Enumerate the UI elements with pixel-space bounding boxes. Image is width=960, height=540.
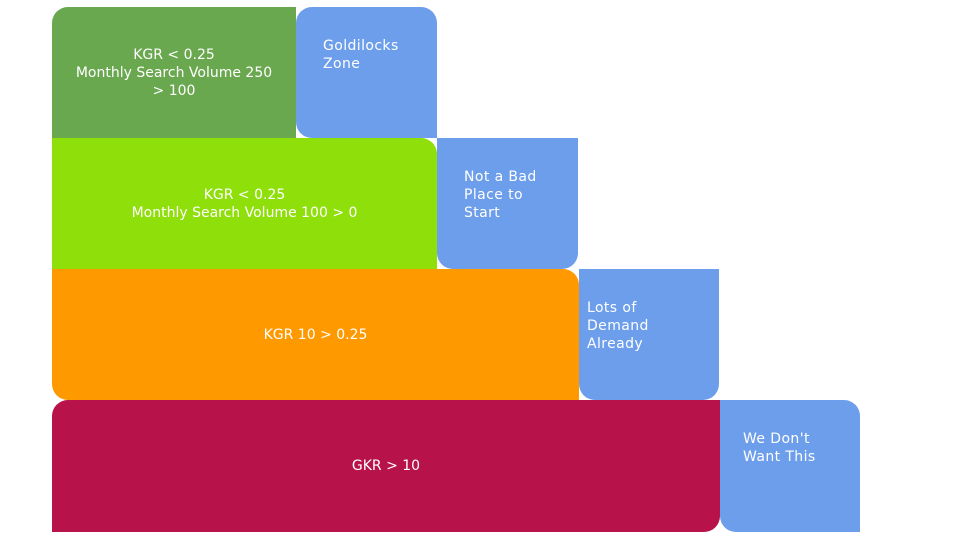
tier-2-criteria-line-1: KGR < 0.25 <box>203 186 286 203</box>
tier-4-note-line-2: Want This <box>743 449 816 465</box>
tier-4-criteria-box: GKR > 10 <box>52 400 720 532</box>
tier-2-note-box: Not a Bad Place to Start <box>437 138 578 269</box>
tier-3-criteria-box: KGR 10 > 0.25 <box>52 269 579 400</box>
tier-2-criteria-line-2: Monthly Search Volume 100 > 0 <box>131 204 358 221</box>
tier-3-criteria-line-1: KGR 10 > 0.25 <box>263 326 368 343</box>
tier-2-note-line-3: Start <box>464 205 501 221</box>
tier-4-criteria-line-1: GKR > 10 <box>351 458 421 474</box>
tier-1-criteria-line-1: KGR < 0.25 <box>133 46 215 63</box>
tier-3-note-line-1: Lots of <box>587 300 637 316</box>
tier-1-criteria-line-3: > 100 <box>152 82 196 99</box>
tier-4-note-line-1: We Don't <box>743 431 810 447</box>
tier-1-note-line-1: Goldilocks <box>323 38 399 54</box>
tier-4-note-box: We Don't Want This <box>720 400 860 532</box>
tier-3-note-line-2: Demand <box>587 318 649 334</box>
tier-3-note-box: Lots of Demand Already <box>579 269 719 400</box>
tier-1-criteria-line-2: Monthly Search Volume 250 <box>75 64 273 81</box>
tier-2-note-line-1: Not a Bad <box>464 169 537 185</box>
tier-3-note-line-3: Already <box>587 336 644 352</box>
tier-2-note-line-2: Place to <box>464 187 523 203</box>
tier-1-note-line-2: Zone <box>323 56 361 72</box>
tier-1-note-box: Goldilocks Zone <box>296 7 437 138</box>
tier-1-criteria-box: KGR < 0.25 Monthly Search Volume 250 > 1… <box>52 7 296 138</box>
tier-2-criteria-box: KGR < 0.25 Monthly Search Volume 100 > 0 <box>52 138 437 269</box>
